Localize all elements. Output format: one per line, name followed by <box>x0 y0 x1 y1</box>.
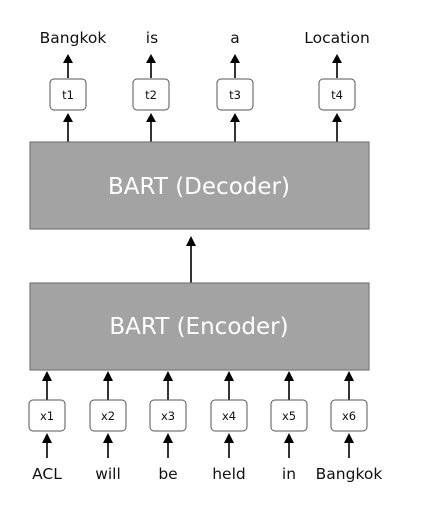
output-word-1: Bangkok <box>40 29 107 47</box>
decoder-label: BART (Decoder) <box>108 174 290 200</box>
input-word-6: Bangkok <box>316 465 383 483</box>
input-token-5: x5 <box>270 399 308 432</box>
input-token-2: x2 <box>89 399 127 432</box>
output-token-4-label: t4 <box>331 88 343 102</box>
output-word-4: Location <box>304 29 370 47</box>
decoder-block: BART (Decoder) <box>29 141 370 230</box>
output-token-3: t3 <box>216 78 254 111</box>
arrow-up-icon <box>163 371 173 400</box>
encoder-block: BART (Encoder) <box>29 282 370 371</box>
arrow-up-icon <box>224 433 234 458</box>
output-token-2-label: t2 <box>145 88 157 102</box>
input-encoder-arrows <box>42 371 354 400</box>
input-word-2: will <box>95 465 121 483</box>
encoder-label: BART (Encoder) <box>109 314 288 340</box>
arrow-up-icon <box>146 54 156 78</box>
encoder-to-decoder-arrow <box>186 236 196 283</box>
arrow-up-icon <box>344 371 354 400</box>
output-token-1-label: t1 <box>62 88 74 102</box>
input-word-3: be <box>158 465 177 483</box>
arrow-up-icon <box>344 433 354 458</box>
arrow-up-icon <box>230 54 240 78</box>
arrow-up-icon <box>284 371 294 400</box>
arrow-up-icon <box>332 113 342 142</box>
arrow-up-icon <box>332 54 342 78</box>
output-token-2: t2 <box>132 78 170 111</box>
input-token-1: x1 <box>28 399 66 432</box>
arrow-up-icon <box>63 54 73 78</box>
arrow-up-icon <box>42 371 52 400</box>
input-token-3: x3 <box>149 399 187 432</box>
input-word-1: ACL <box>32 465 62 483</box>
output-word-3: a <box>230 29 240 47</box>
input-word-4: held <box>212 465 246 483</box>
output-token-4: t4 <box>318 78 356 111</box>
input-token-3-label: x3 <box>161 409 175 423</box>
output-token-3-label: t3 <box>229 88 241 102</box>
decoder-output-arrows <box>63 113 342 142</box>
arrow-up-icon <box>284 433 294 458</box>
arrow-up-icon <box>146 113 156 142</box>
input-token-5-label: x5 <box>282 409 296 423</box>
arrow-up-icon <box>103 433 113 458</box>
arrow-up-icon <box>103 371 113 400</box>
arrow-up-icon <box>163 433 173 458</box>
input-word-5: in <box>282 465 296 483</box>
input-token-6-label: x6 <box>342 409 356 423</box>
input-token-4-label: x4 <box>222 409 236 423</box>
word-token-arrows <box>42 433 354 458</box>
arrow-up-icon <box>63 113 73 142</box>
arrow-up-icon <box>230 113 240 142</box>
arrow-up-icon <box>42 433 52 458</box>
arrow-up-icon <box>224 371 234 400</box>
input-token-6: x6 <box>330 399 368 432</box>
input-token-4: x4 <box>210 399 248 432</box>
input-token-1-label: x1 <box>40 409 54 423</box>
output-token-1: t1 <box>49 78 87 111</box>
output-arrows <box>63 54 342 78</box>
output-word-2: is <box>146 29 158 47</box>
input-token-2-label: x2 <box>101 409 115 423</box>
